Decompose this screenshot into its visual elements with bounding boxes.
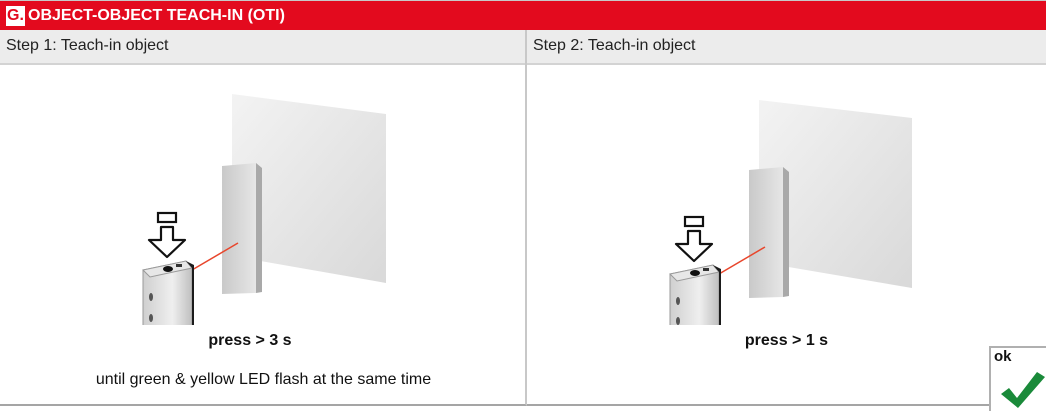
sensor-device-icon: [668, 264, 721, 325]
step-2-panel: Step 2: Teach-in object: [527, 30, 1046, 406]
laser-beam: [191, 242, 239, 271]
ok-label: ok: [994, 348, 1012, 365]
step-2-header: Step 2: Teach-in object: [527, 30, 1046, 65]
press-arrow-icon: [674, 215, 714, 263]
section-letter: G.: [6, 6, 25, 26]
press-arrow-icon: [147, 211, 187, 259]
step-2-label: Step 2: Teach-in object: [533, 37, 696, 54]
background-object: [232, 94, 386, 283]
step-1-panel: Step 1: Teach-in object: [0, 30, 527, 406]
step-1-label: Step 1: Teach-in object: [6, 37, 169, 54]
checkmark-icon: [1001, 372, 1045, 408]
ok-indicator: ok: [989, 346, 1046, 411]
step-2-press-duration: press > 1 s: [744, 332, 829, 349]
background-object: [759, 100, 912, 288]
step-1-hint: until green & yellow LED flash at the sa…: [95, 371, 432, 388]
step-1-header: Step 1: Teach-in object: [0, 30, 525, 65]
step-1-press-duration: press > 3 s: [208, 332, 292, 349]
sensor-device-icon: [141, 260, 194, 325]
step-2-illustration: [668, 100, 912, 325]
foreground-object: [749, 167, 789, 298]
foreground-object: [222, 163, 262, 294]
step-1-illustration: [141, 94, 386, 325]
laser-beam: [718, 246, 766, 275]
section-header: G. OBJECT-OBJECT TEACH-IN (OTI): [0, 0, 1046, 30]
section-title: OBJECT-OBJECT TEACH-IN (OTI): [28, 7, 285, 24]
